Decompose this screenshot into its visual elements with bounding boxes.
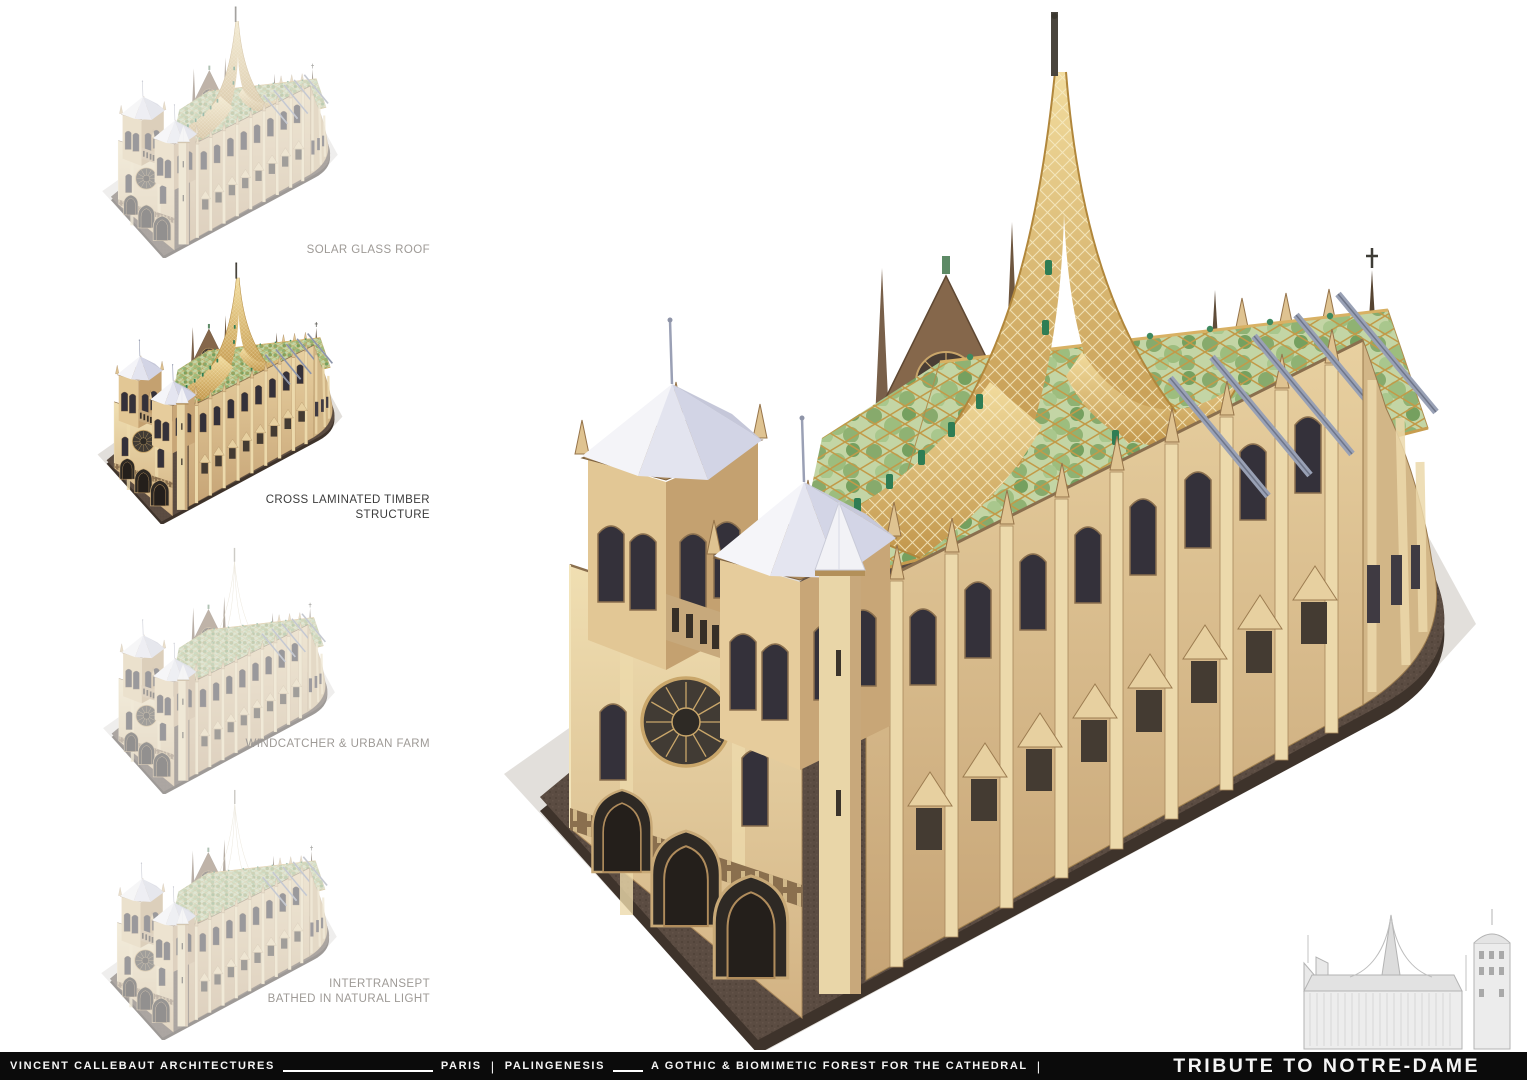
board-title: TRIBUTE TO NOTRE-DAME (1173, 1054, 1480, 1077)
label-line: INTERTRANSEPT (329, 978, 430, 990)
label-line: WINDCATCHER & URBAN FARM (245, 738, 430, 750)
thumbnail-label-solar-glass-roof: SOLAR GLASS ROOF (170, 243, 430, 258)
footer-bar: VINCENT CALLEBAUT ARCHITECTURES PARIS | … (0, 1052, 1527, 1080)
label-line: SOLAR GLASS ROOF (306, 244, 430, 256)
city-label: PARIS (440, 1060, 482, 1072)
cathedral-render-small (60, 262, 380, 524)
divider-bar: | (490, 1058, 496, 1074)
thumbnail-label-intertransept: INTERTRANSEPT BATHED IN NATURAL LIGHT (170, 977, 430, 1007)
divider-bar: | (1036, 1058, 1042, 1074)
rule-line (613, 1069, 644, 1072)
side-elevation-drawing (1303, 909, 1511, 1050)
label-line: CROSS LAMINATED TIMBER (265, 494, 430, 506)
cathedral-render-small (60, 6, 380, 258)
project-subtitle: A GOTHIC & BIOMIMETIC FOREST FOR THE CAT… (651, 1060, 1028, 1072)
label-line: STRUCTURE (355, 509, 430, 521)
thumbnail-label-cross-laminated-timber: CROSS LAMINATED TIMBER STRUCTURE (170, 493, 430, 523)
project-name: PALINGENESIS (504, 1060, 606, 1072)
firm-name: VINCENT CALLEBAUT ARCHITECTURES (10, 1060, 275, 1072)
thumbnail-solar-glass-roof[interactable] (60, 6, 380, 258)
thumbnail-label-windcatcher: WINDCATCHER & URBAN FARM (170, 737, 430, 752)
thumbnail-windcatcher-urban-farm[interactable] (56, 546, 382, 794)
footer-left: VINCENT CALLEBAUT ARCHITECTURES PARIS | … (0, 1059, 1051, 1074)
rule-line (282, 1069, 433, 1072)
label-line: BATHED IN NATURAL LIGHT (267, 993, 430, 1005)
cathedral-render-small (56, 547, 382, 794)
thumbnail-cross-laminated-timber[interactable] (60, 262, 380, 524)
